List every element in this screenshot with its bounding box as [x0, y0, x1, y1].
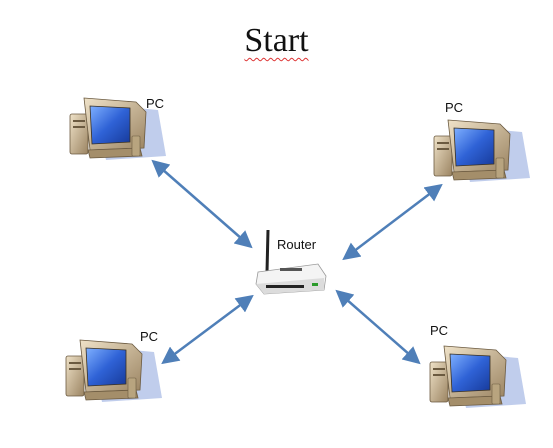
router-label: Router	[277, 237, 317, 252]
pc-label-top-right: PC	[445, 100, 464, 115]
diagram-title: Start	[244, 22, 309, 59]
pc-bottom-left-icon	[65, 339, 163, 403]
pc-label-top-left: PC	[146, 96, 165, 111]
link-arrow-bottom-left	[161, 294, 254, 365]
link-arrow-top-left	[151, 159, 253, 249]
link-arrow-top-right	[342, 183, 443, 261]
router-icon	[255, 229, 327, 295]
link-arrow-bottom-right	[335, 289, 421, 365]
pc-bottom-right-icon	[429, 345, 527, 409]
pc-label-bottom-left: PC	[140, 329, 159, 344]
pc-label-bottom-right: PC	[430, 323, 449, 338]
pc-top-right-icon	[433, 119, 531, 183]
